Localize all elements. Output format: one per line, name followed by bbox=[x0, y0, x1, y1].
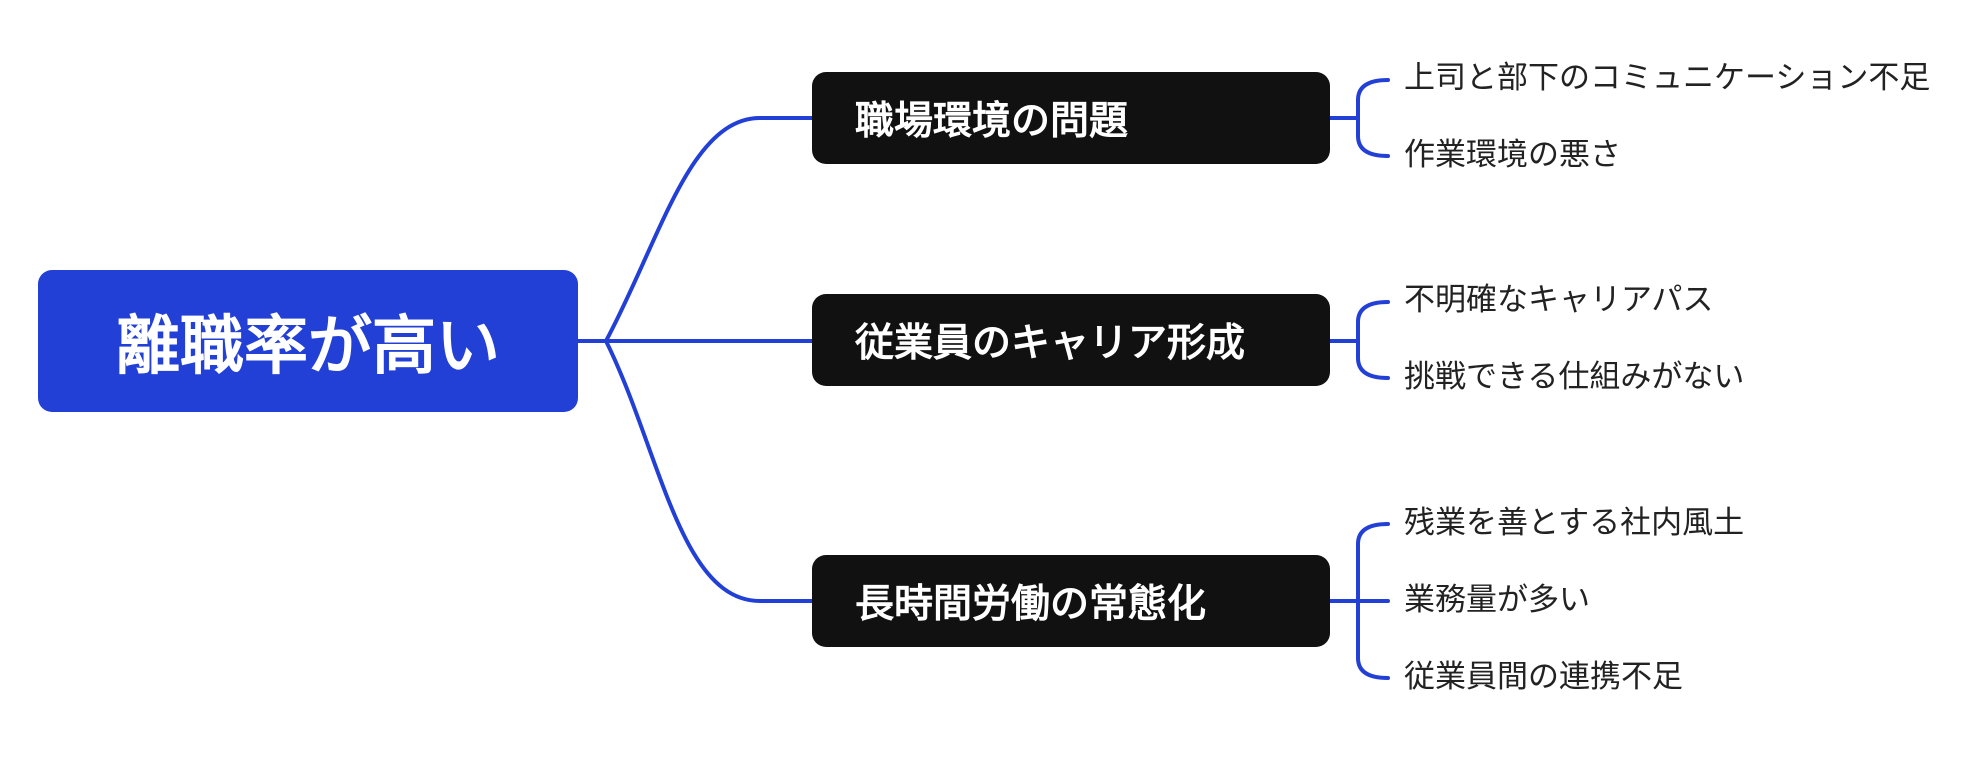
branch-label: 長時間労働の常態化 bbox=[855, 582, 1207, 627]
leaf-item: 業務量が多い bbox=[1404, 582, 1590, 618]
leaf-item: 作業環境の悪さ bbox=[1404, 137, 1621, 173]
connector-branch-2 bbox=[604, 339, 814, 603]
connector-branch-0 bbox=[604, 116, 814, 343]
root-label: 離職率が高い bbox=[116, 310, 500, 384]
leaf-item: 残業を善とする社内風土 bbox=[1404, 505, 1745, 541]
leaf-item: 不明確なキャリアパス bbox=[1404, 282, 1714, 318]
branch-label: 従業員のキャリア形成 bbox=[855, 321, 1246, 366]
bracket-1 bbox=[1356, 300, 1390, 380]
branch-node-overtime: 長時間労働の常態化 bbox=[812, 555, 1330, 647]
bracket-0 bbox=[1356, 78, 1390, 158]
leaf-item: 従業員間の連携不足 bbox=[1404, 659, 1683, 695]
branch-node-workplace: 職場環境の問題 bbox=[812, 72, 1330, 164]
branch-label: 職場環境の問題 bbox=[855, 99, 1129, 144]
root-node: 離職率が高い bbox=[38, 270, 578, 412]
branch-node-career: 従業員のキャリア形成 bbox=[812, 294, 1330, 386]
bracket-2 bbox=[1356, 522, 1390, 680]
leaf-item: 上司と部下のコミュニケーション不足 bbox=[1404, 60, 1931, 96]
leaf-item: 挑戦できる仕組みがない bbox=[1404, 359, 1745, 395]
